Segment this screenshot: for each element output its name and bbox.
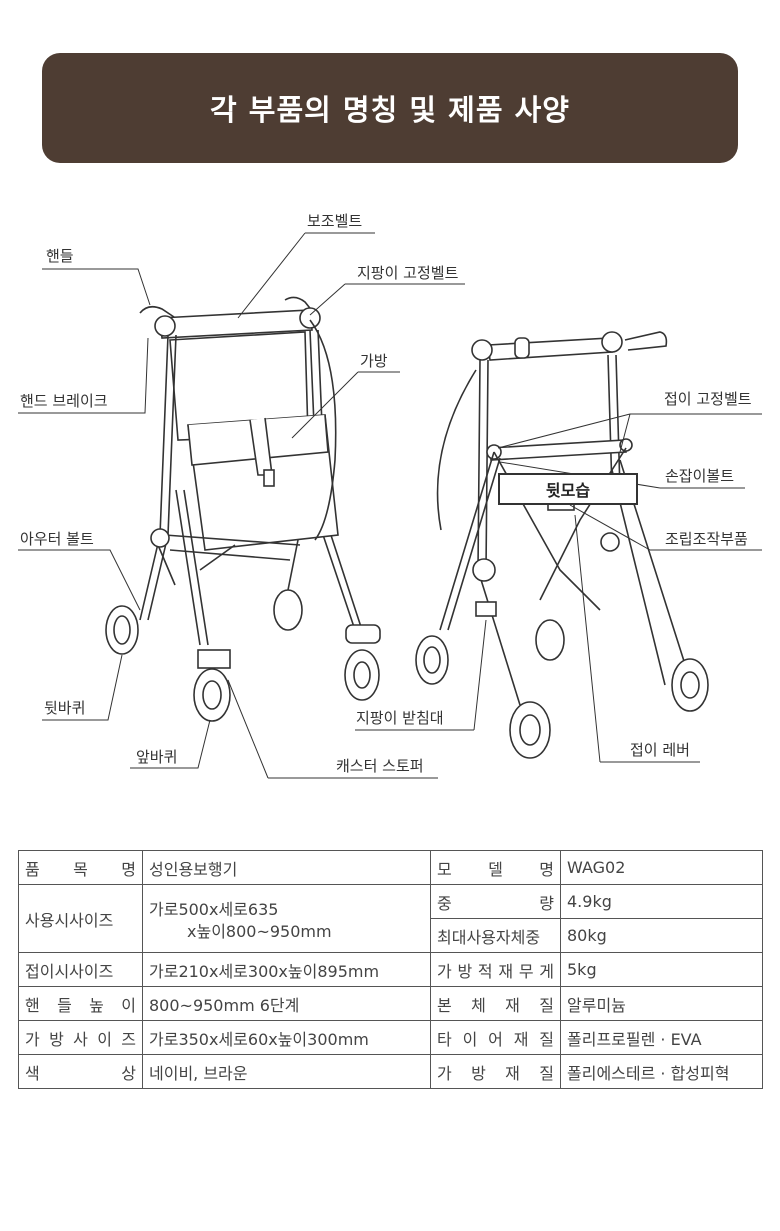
back-view-label: 뒷모습 bbox=[498, 473, 638, 505]
spec-value: 5kg bbox=[560, 952, 763, 987]
spec-label: 가 방 재 질 bbox=[430, 1054, 561, 1089]
spec-label: 색 상 bbox=[18, 1054, 143, 1089]
spec-value: 폴리에스테르 · 합성피혁 bbox=[560, 1054, 763, 1089]
label-bag: 가방 bbox=[360, 352, 388, 370]
label-fold-lever: 접이 레버 bbox=[630, 741, 690, 759]
spec-value: 폴리프로필렌 · EVA bbox=[560, 1020, 763, 1055]
spec-value: 알루미늄 bbox=[560, 986, 763, 1021]
spec-value: 네이비, 브라운 bbox=[142, 1054, 431, 1089]
table-row: 최대사용자체중 80kg bbox=[19, 918, 763, 953]
spec-label: 접이시사이즈 bbox=[18, 952, 143, 987]
label-rear-wheel: 뒷바퀴 bbox=[44, 699, 86, 717]
label-outer-bolt: 아우터 볼트 bbox=[20, 530, 94, 548]
label-caster-stopper: 캐스터 스토퍼 bbox=[336, 757, 424, 775]
spec-value: WAG02 bbox=[560, 850, 763, 885]
table-row: 색 상 네이비, 브라운 가 방 재 질 폴리에스테르 · 합성피혁 bbox=[18, 1054, 763, 1089]
spec-value: 성인용보행기 bbox=[142, 850, 431, 885]
title-banner: 각 부품의 명칭 및 제품 사양 bbox=[42, 53, 738, 163]
spec-table: 품 목 명 성인용보행기 모 델 명 WAG02 사용시사이즈 가로500x세로… bbox=[18, 850, 763, 1089]
spec-value: 4.9kg bbox=[560, 884, 763, 919]
label-cane-belt: 지팡이 고정벨트 bbox=[357, 264, 459, 282]
spec-value: 800~950mm 6단계 bbox=[142, 986, 431, 1021]
table-row: 접이시사이즈 가로210x세로300x높이895mm 가 방 적 재 무 게 5… bbox=[18, 952, 763, 987]
spec-label: 사용시사이즈 bbox=[18, 884, 143, 953]
label-cane-holder: 지팡이 받침대 bbox=[356, 709, 444, 727]
spec-label: 중 량 bbox=[430, 884, 561, 919]
table-row: 핸 들 높 이 800~950mm 6단계 본 체 재 질 알루미늄 bbox=[18, 986, 763, 1021]
table-row: 가 방 사 이 즈 가로350x세로60x높이300mm 타 이 어 재 질 폴… bbox=[18, 1020, 763, 1055]
label-fold-belt: 접이 고정벨트 bbox=[664, 390, 752, 408]
spec-value: 가로210x세로300x높이895mm bbox=[142, 952, 431, 987]
label-handle-bolt: 손잡이볼트 bbox=[665, 467, 735, 485]
size-line-2: x높이800~950mm bbox=[187, 921, 332, 941]
label-assembly-part: 조립조작부품 bbox=[665, 530, 748, 548]
label-front-wheel: 앞바퀴 bbox=[136, 748, 178, 766]
spec-label: 본 체 재 질 bbox=[430, 986, 561, 1021]
parts-diagram: 핸들 보조벨트 지팡이 고정벨트 가방 핸드 브레이크 아우터 볼트 뒷바퀴 앞… bbox=[0, 190, 780, 810]
table-row: 품 목 명 성인용보행기 모 델 명 WAG02 bbox=[18, 850, 763, 885]
spec-value: 80kg bbox=[560, 918, 763, 953]
spec-value: 가로500x세로635 x높이800~950mm bbox=[142, 884, 431, 953]
walker-illustration bbox=[18, 232, 762, 779]
spec-label: 품 목 명 bbox=[18, 850, 143, 885]
spec-label: 가 방 적 재 무 게 bbox=[430, 952, 561, 987]
label-hand-brake: 핸드 브레이크 bbox=[20, 392, 108, 410]
spec-label: 모 델 명 bbox=[430, 850, 561, 885]
page-title: 각 부품의 명칭 및 제품 사양 bbox=[210, 93, 570, 127]
spec-value: 가로350x세로60x높이300mm bbox=[142, 1020, 431, 1055]
size-line-1: 가로500x세로635 bbox=[149, 899, 279, 919]
spec-label: 타 이 어 재 질 bbox=[430, 1020, 561, 1055]
spec-label: 최대사용자체중 bbox=[430, 918, 561, 953]
label-handle: 핸들 bbox=[46, 247, 74, 265]
spec-label: 가 방 사 이 즈 bbox=[18, 1020, 143, 1055]
table-row: 사용시사이즈 가로500x세로635 x높이800~950mm 중 량 4.9k… bbox=[18, 884, 763, 953]
label-assist-belt: 보조벨트 bbox=[307, 212, 363, 230]
spec-label: 핸 들 높 이 bbox=[18, 986, 143, 1021]
